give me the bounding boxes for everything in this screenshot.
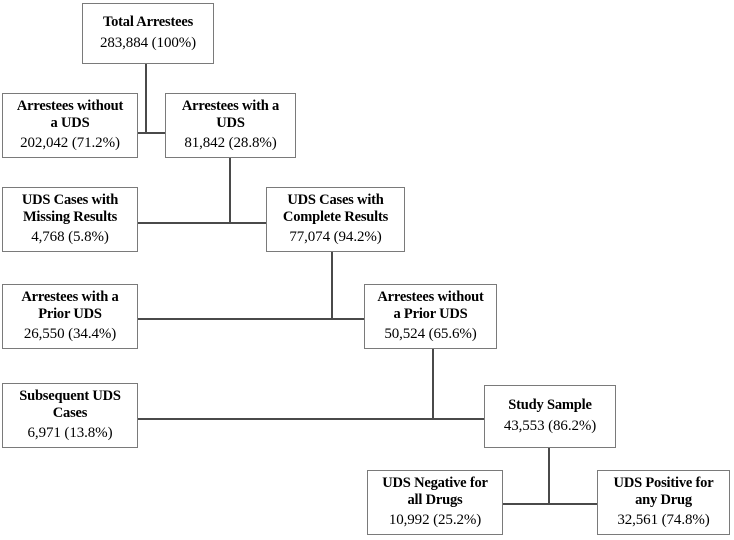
connector-with-uds-stem: [229, 158, 231, 224]
connector-level2-bar: [137, 222, 267, 224]
node-value: 81,842 (28.8%): [184, 135, 277, 152]
node-uds-complete-results: UDS Cases with Complete Results 77,074 (…: [266, 187, 405, 252]
node-title: Study Sample: [508, 397, 592, 414]
node-uds-positive: UDS Positive for any Drug 32,561 (74.8%): [597, 470, 730, 535]
node-arrestees-without-uds: Arrestees without a UDS 202,042 (71.2%): [2, 93, 138, 158]
node-value: 6,971 (13.8%): [27, 425, 113, 442]
node-title: Arrestees without a Prior UDS: [377, 288, 484, 322]
node-study-sample: Study Sample 43,553 (86.2%): [484, 385, 616, 448]
connector-level3-bar: [137, 318, 365, 320]
node-title: UDS Negative for all Drugs: [382, 474, 488, 508]
node-title: Arrestees with a UDS: [181, 97, 280, 131]
connector-study-sample-stem: [548, 448, 550, 505]
node-value: 283,884 (100%): [99, 35, 197, 52]
node-uds-negative: UDS Negative for all Drugs 10,992 (25.2%…: [367, 470, 503, 535]
node-value: 202,042 (71.2%): [20, 135, 120, 152]
connector-complete-stem: [331, 252, 333, 320]
node-title: UDS Positive for any Drug: [613, 474, 714, 508]
node-total-arrestees: Total Arrestees 283,884 (100%): [82, 3, 214, 64]
node-value: 26,550 (34.4%): [23, 326, 117, 343]
node-value: 43,553 (86.2%): [503, 418, 597, 435]
node-arrestees-with-uds: Arrestees with a UDS 81,842 (28.8%): [165, 93, 296, 158]
node-title: UDS Cases with Complete Results: [282, 191, 389, 225]
node-value: 4,768 (5.8%): [31, 229, 109, 246]
connector-without-prior-stem: [432, 349, 434, 420]
connector-total-stem: [145, 64, 147, 134]
node-title: Arrestees without a UDS: [16, 97, 124, 131]
node-subsequent-uds-cases: Subsequent UDS Cases 6,971 (13.8%): [2, 383, 138, 448]
node-value: 77,074 (94.2%): [289, 229, 382, 246]
node-uds-missing-results: UDS Cases with Missing Results 4,768 (5.…: [2, 187, 138, 252]
node-arrestees-without-prior-uds: Arrestees without a Prior UDS 50,524 (65…: [364, 284, 497, 349]
node-title: Total Arrestees: [102, 14, 194, 31]
node-value: 32,561 (74.8%): [617, 512, 710, 529]
connector-level4-bar: [137, 418, 485, 420]
node-title: Subsequent UDS Cases: [19, 387, 121, 421]
node-title: UDS Cases with Missing Results: [21, 191, 119, 225]
node-value: 50,524 (65.6%): [384, 326, 477, 343]
node-value: 10,992 (25.2%): [388, 512, 482, 529]
node-arrestees-with-prior-uds: Arrestees with a Prior UDS 26,550 (34.4%…: [2, 284, 138, 349]
connector-level5-bar: [503, 503, 599, 505]
node-title: Arrestees with a Prior UDS: [21, 288, 119, 322]
